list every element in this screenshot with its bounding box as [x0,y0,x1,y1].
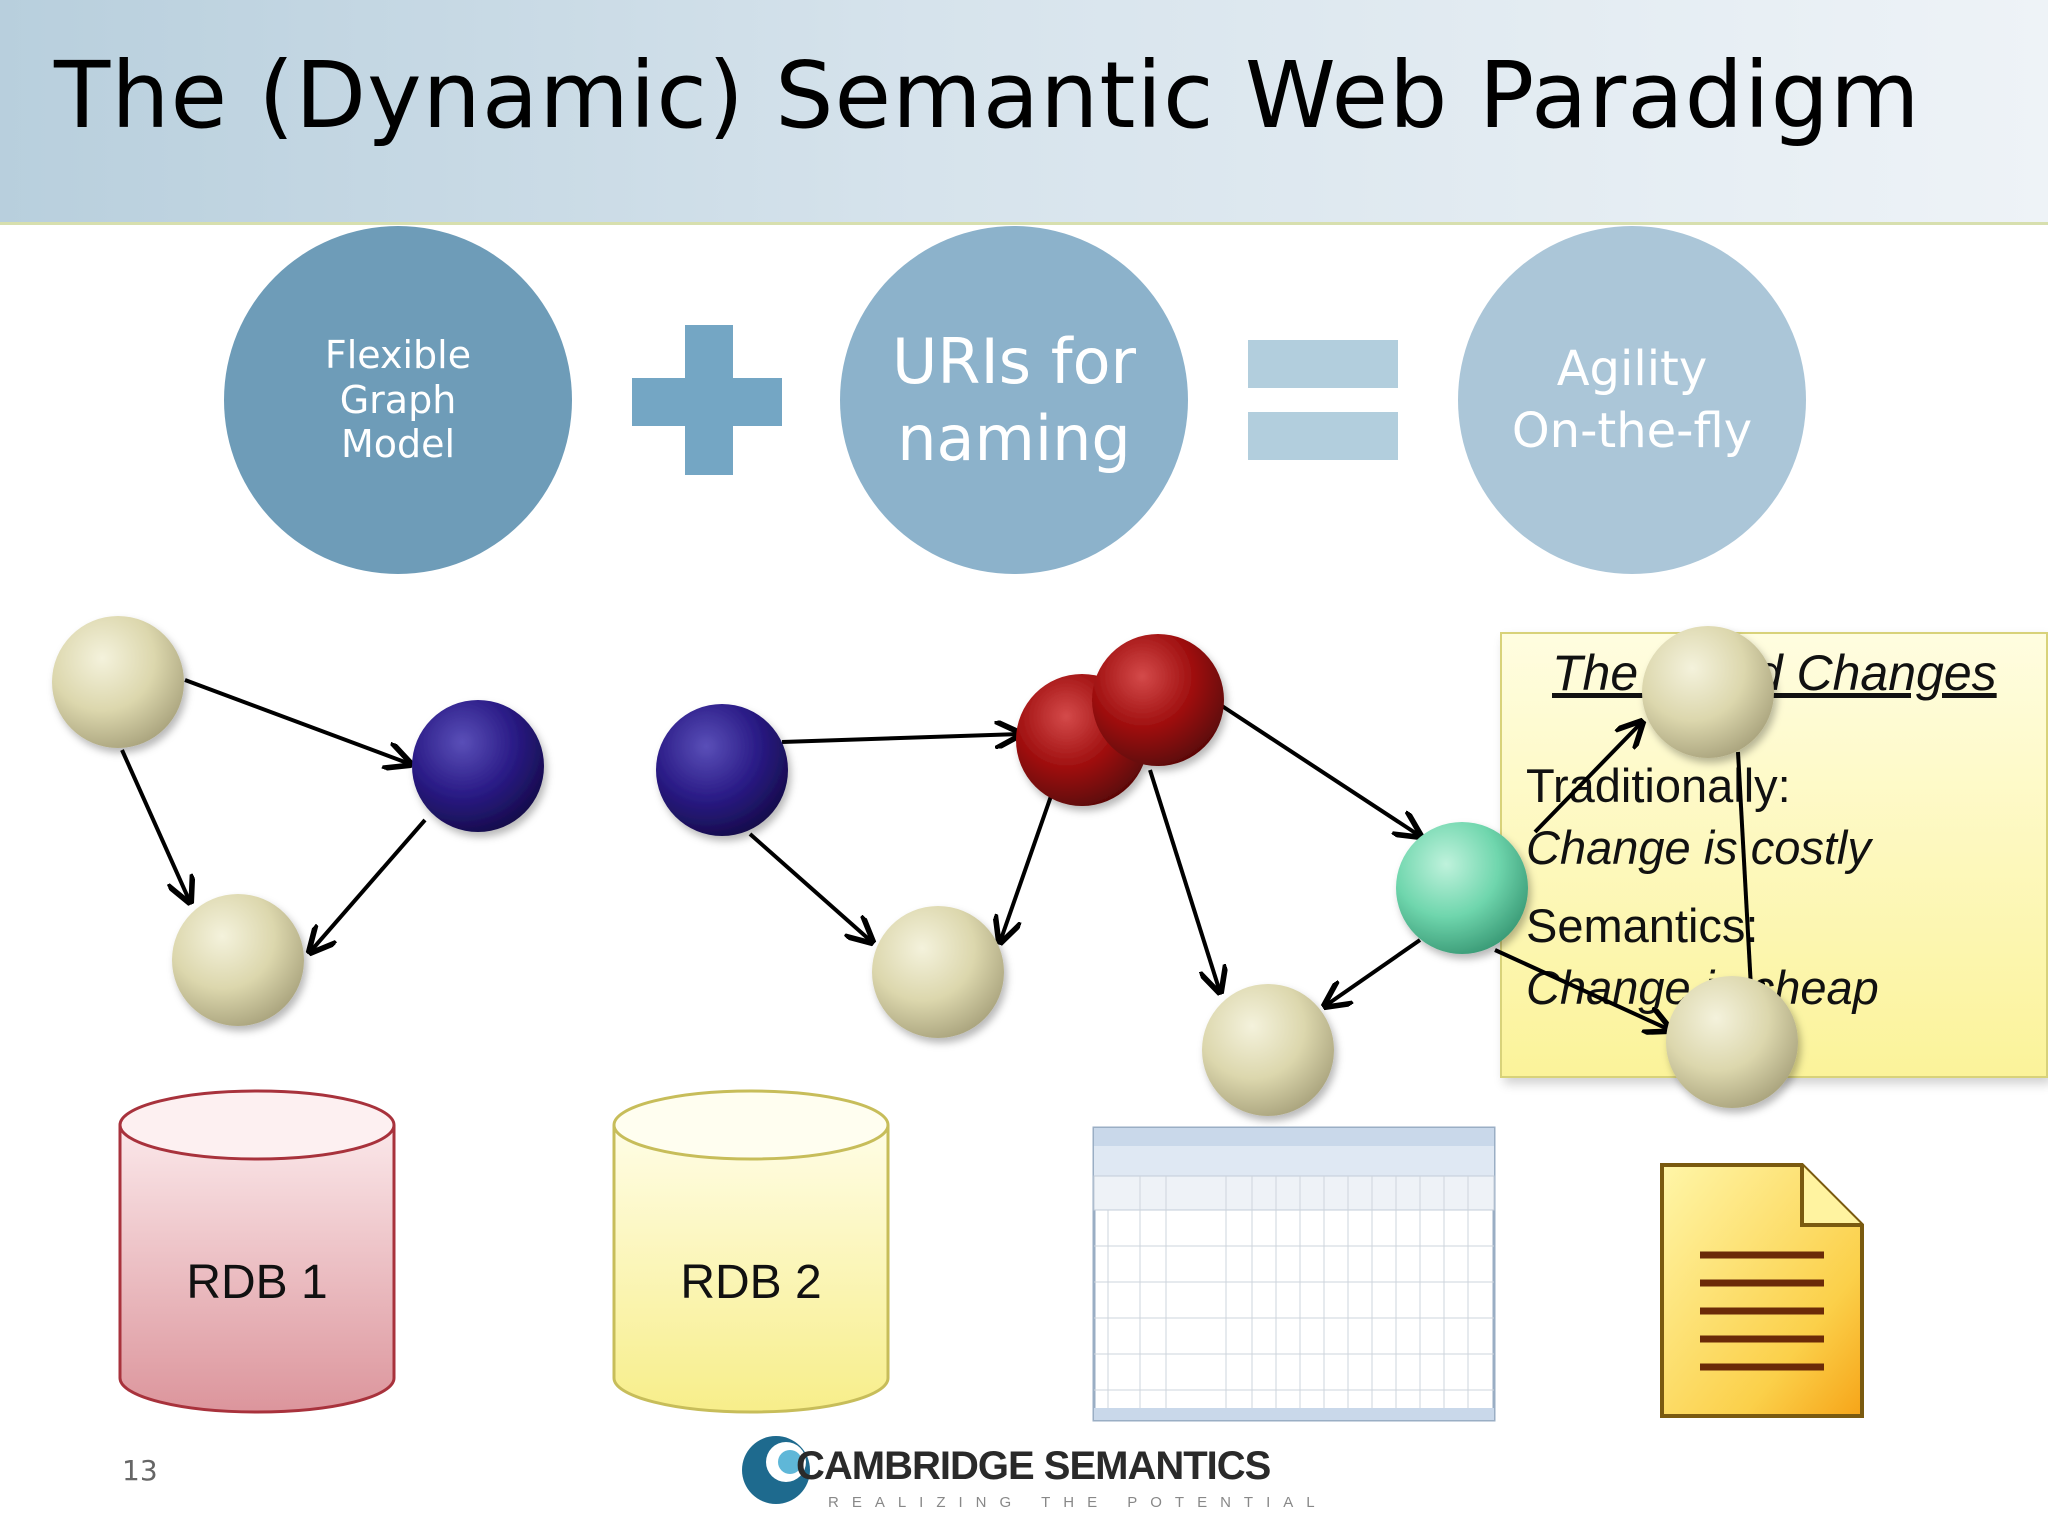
slide-title: The (Dynamic) Semantic Web Paradigm [54,42,1921,149]
result-text: Agility On-the-fly [1511,340,1753,459]
equals-operator [1248,340,1398,460]
term1-circle [224,226,572,574]
cambridge-logo-icon [742,1436,810,1504]
title-band [0,0,2048,225]
rdb1-label: RDB 1 [186,1256,327,1309]
spreadsheet-icon [1092,1126,1496,1422]
term2-circle [840,226,1188,574]
rdb2-cylinder: RDB 2 [612,1089,890,1414]
equation-graphics [224,226,1806,574]
document-icon [1660,1163,1864,1418]
rdb2-label: RDB 2 [680,1256,821,1309]
note-title: The World Changes [1552,645,1997,701]
term2-text: URIs for naming [891,324,1136,476]
term1-text: Flexible Graph Model [324,332,472,467]
rdb1-cylinder: RDB 1 [118,1089,396,1414]
logo-tagline: REALIZING THE POTENTIAL [828,1494,1328,1511]
plus-operator [632,325,782,475]
note-semantics: Semantics: [1526,899,1759,952]
logo-name: CAMBRIDGE SEMANTICS [796,1444,1271,1488]
page-number: 13 [122,1454,158,1487]
result-circle [1458,226,1806,574]
